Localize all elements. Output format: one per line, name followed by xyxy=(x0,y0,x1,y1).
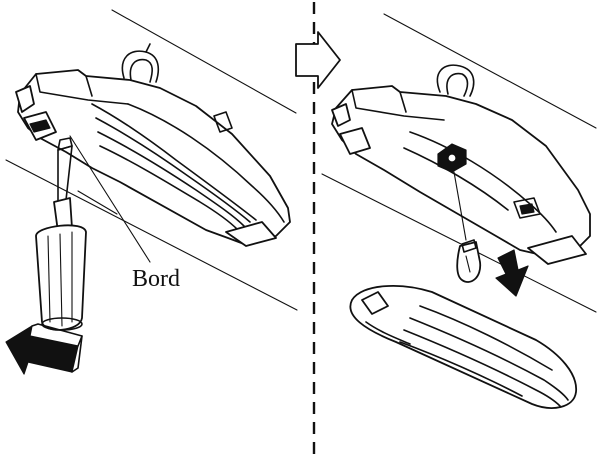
removed-lens xyxy=(349,284,577,409)
left-panel: Bord xyxy=(5,9,298,375)
screwdriver-icon xyxy=(35,137,87,331)
bulb-icon xyxy=(453,171,482,283)
right-wire-clip xyxy=(436,64,475,97)
right-surface-lines xyxy=(321,13,597,313)
next-step-arrow-icon xyxy=(295,31,341,89)
right-panel xyxy=(321,13,597,409)
left-wire-clip xyxy=(121,43,160,83)
bord-label: Bord xyxy=(132,266,180,292)
left-lamp-housing xyxy=(15,69,291,247)
bord-leader-line xyxy=(69,135,151,263)
right-lamp-housing xyxy=(331,85,591,265)
left-surface-lines xyxy=(5,9,298,311)
down-arrow-icon xyxy=(495,249,529,297)
push-arrow-icon xyxy=(5,323,83,375)
